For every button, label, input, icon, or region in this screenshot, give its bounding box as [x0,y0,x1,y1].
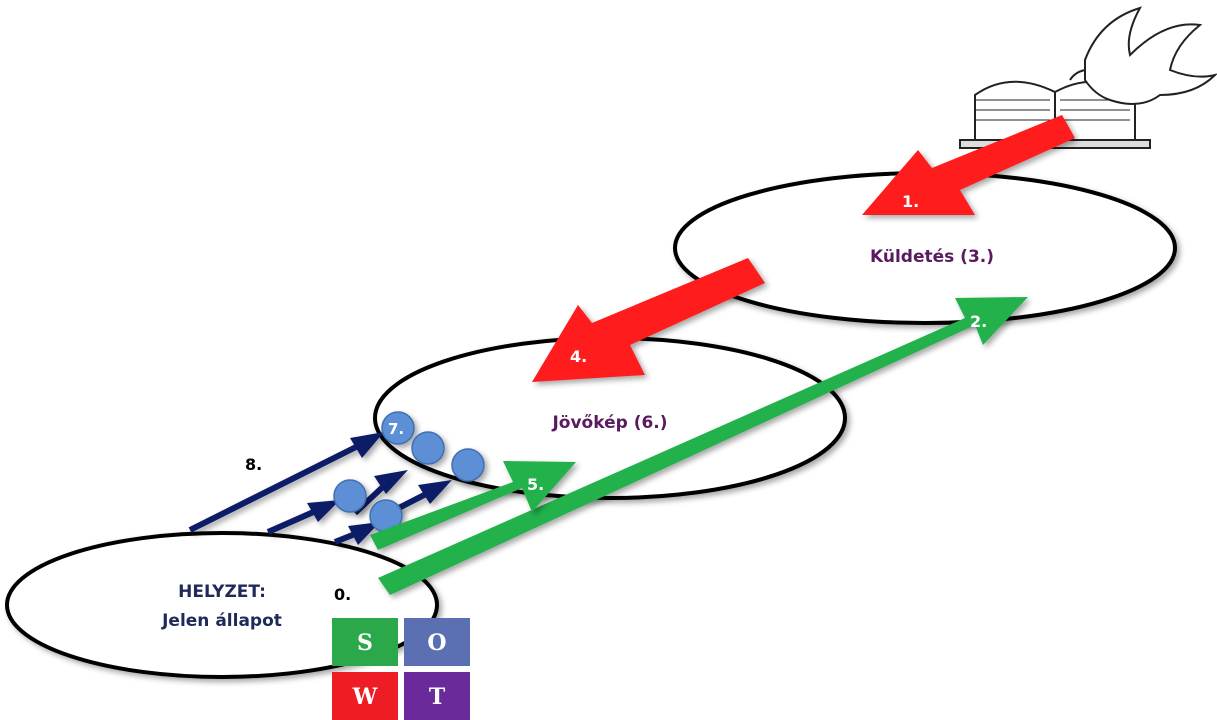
number-5: 5. [527,475,544,494]
swot-w-box [332,672,398,720]
circle-b [451,448,485,482]
situation-ellipse [5,531,439,679]
swot-s-box [332,618,398,666]
mission-label: Küldetés (3.) [870,247,994,267]
red-arrow-1 [862,115,1075,215]
step-circles [333,411,485,533]
situation-label-line2: Jelen állapot [161,611,282,631]
swot-t-box [404,672,470,720]
number-1: 1. [902,192,919,211]
circle-c [333,479,367,513]
swot-s: S [357,630,373,656]
situation-label-line1: HELYZET: [178,582,266,602]
navy-arrows [188,432,452,545]
swot-w: W [352,684,378,710]
open-book-dove-icon [959,6,1217,149]
red-arrow-4 [532,258,765,382]
number-8: 8. [245,455,262,474]
circle-a [411,431,445,465]
number-7: 7. [388,420,404,438]
vision-label: Jövőkép (6.) [551,413,667,433]
number-2: 2. [970,312,987,331]
swot-t: T [429,684,446,710]
swot-o: O [427,630,446,656]
swot-o-box [404,618,470,666]
green-arrow-5 [370,461,576,550]
number-0: 0. [334,585,351,604]
swot-grid: S O W T [332,618,470,720]
number-4: 4. [570,347,587,366]
green-arrow-2 [378,297,1028,595]
circle-7 [381,411,415,445]
